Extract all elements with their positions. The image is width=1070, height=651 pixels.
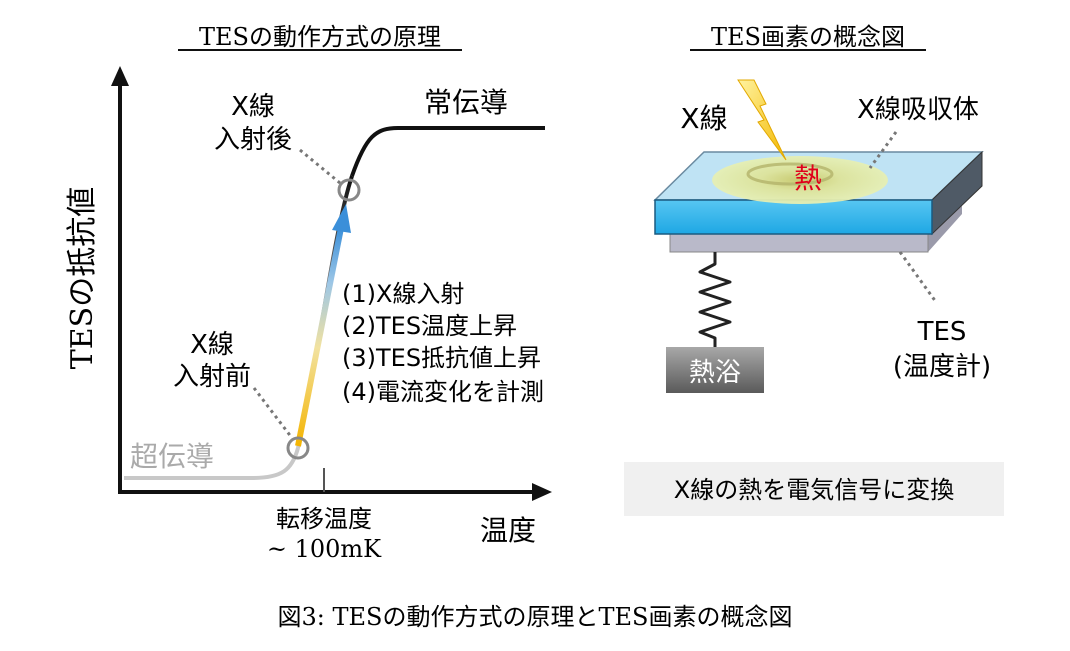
heat-spot-inner xyxy=(746,162,834,186)
tes-label-2: (温度計) xyxy=(893,352,991,382)
spring-icon xyxy=(698,252,732,348)
before-state-circle xyxy=(286,436,310,460)
heat-label: 熱 xyxy=(794,162,822,195)
right-panel-title: TES画素の概念図 xyxy=(711,23,905,51)
summary-text: X線の熱を電気信号に変換 xyxy=(674,476,954,504)
right-panel: TES画素の概念図 熱 X線 X線吸収体 熱浴 TES (温度計) X線の熱を電… xyxy=(624,23,1004,516)
after-leader xyxy=(299,148,341,185)
superconducting-curve xyxy=(124,447,300,480)
tes-layer xyxy=(669,231,929,253)
heating-arrow xyxy=(295,227,344,447)
before-label-1: X線 xyxy=(190,330,234,360)
absorber-leader xyxy=(868,131,898,169)
y-axis-arrowhead xyxy=(111,66,129,86)
heat-bath-label: 熱浴 xyxy=(689,358,741,388)
normal-label: 常伝導 xyxy=(424,86,508,119)
heat-bath xyxy=(666,347,764,393)
superconducting-label: 超伝導 xyxy=(130,440,214,473)
step-2: (2)TES温度上昇 xyxy=(342,312,517,340)
step-3: (3)TES抵抗値上昇 xyxy=(342,344,541,372)
steps-list: (1)X線入射 (2)TES温度上昇 (3)TES抵抗値上昇 (4)電流変化を計… xyxy=(342,280,544,406)
absorber-front xyxy=(654,199,933,235)
step-1: (1)X線入射 xyxy=(342,280,464,308)
y-axis-label: TESの抵抗値 xyxy=(65,187,100,369)
xray-lightning-icon xyxy=(737,79,787,161)
xray-label: X線 xyxy=(680,102,727,135)
tes-leader xyxy=(898,251,938,303)
before-label-2: 入射前 xyxy=(173,362,251,392)
x-axis-label: 温度 xyxy=(480,514,536,547)
transition-tick-label-2: ~ 100mK xyxy=(267,535,382,563)
before-leader xyxy=(252,387,294,439)
after-state-circle xyxy=(337,178,361,202)
normal-curve xyxy=(350,126,545,177)
transition-tick-label-1: 転移温度 xyxy=(276,505,372,533)
absorber-label: X線吸収体 xyxy=(857,95,979,125)
left-panel: TESの動作方式の原理 TESの抵抗値 温度 転移温度 ~ 100mK 超伝導 … xyxy=(65,23,552,563)
heating-arrowhead xyxy=(332,204,351,233)
left-panel-title: TESの動作方式の原理 xyxy=(199,23,441,51)
after-label-2: 入射後 xyxy=(214,125,292,155)
x-axis-arrowhead xyxy=(532,483,552,501)
step-4: (4)電流変化を計測 xyxy=(342,378,544,406)
summary-box xyxy=(624,462,1004,516)
tes-label-1: TES xyxy=(917,317,967,347)
after-label-1: X線 xyxy=(231,92,275,122)
figure-caption: 図3: TESの動作方式の原理とTES画素の概念図 xyxy=(278,603,793,631)
